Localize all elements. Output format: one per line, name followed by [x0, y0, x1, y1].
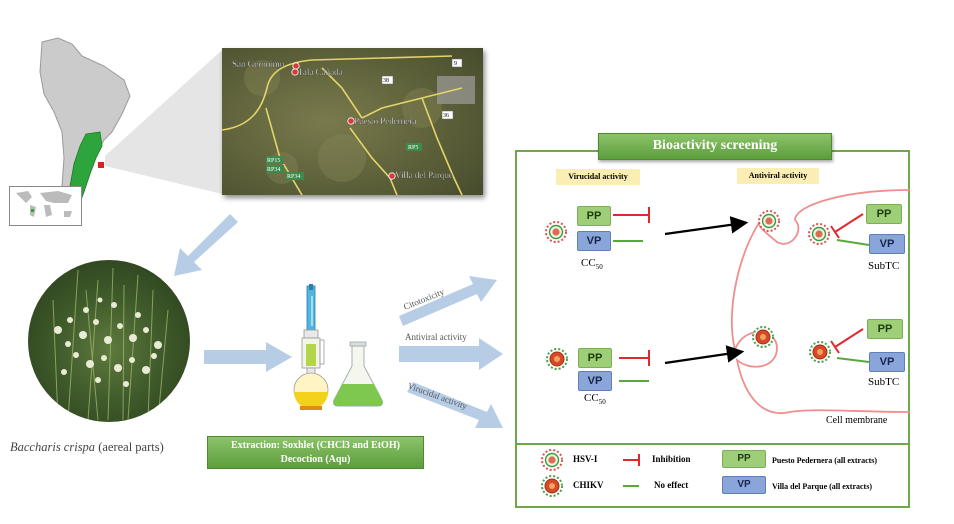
legend-vp-description: Villa del Parque (all extracts) — [772, 482, 872, 491]
legend-no-effect-label: No effect — [654, 480, 689, 490]
flow-arrow-map-to-plant — [174, 214, 238, 276]
flow-arrow-plant-to-extraction — [204, 342, 292, 372]
place-label: San Geronimo — [232, 59, 285, 69]
chikv-virion — [809, 341, 831, 363]
hsv-virion — [808, 223, 830, 245]
vp-pill-hsv-virucidal: VP — [577, 231, 611, 251]
road-label: RP34 — [287, 174, 300, 180]
cc50-label-chikv: CC50 — [584, 392, 606, 407]
hsv-virion — [758, 210, 780, 232]
species-name: Baccharis crispa — [10, 440, 96, 454]
road-label: 9 — [454, 61, 457, 67]
vp-pill-chikv-virucidal: VP — [578, 371, 612, 391]
plant-photo — [28, 260, 190, 422]
chikv-virion — [752, 326, 774, 348]
antiviral-label: Antiviral activity — [405, 332, 467, 342]
legend-pp-description: Puesto Pedernera (all extracts) — [772, 456, 878, 465]
pp-pill-chikv-virucidal: PP — [578, 348, 612, 368]
road-label: 36 — [443, 113, 449, 119]
legend-hsv-icon — [541, 449, 563, 471]
road-label: RP34 — [267, 167, 280, 173]
virucidal-tag: Virucidal activity — [556, 169, 640, 185]
legend-chikv-icon — [541, 475, 563, 497]
hsv-virion — [545, 221, 567, 243]
subtc-label-chikv: SubTC — [868, 376, 900, 388]
legend-pp-pill: PP — [722, 450, 766, 468]
extraction-method-box: Extraction: Soxhlet (CHCl3 and EtOH) Dec… — [207, 436, 424, 469]
cytotoxicity-arrow — [399, 276, 497, 326]
study-site-marker — [98, 162, 104, 168]
place-label: Puesto Pedernera — [354, 116, 416, 126]
legend-frame — [515, 445, 910, 508]
cc50-label-hsv: CC50 — [581, 257, 603, 272]
road-label: 38 — [383, 78, 389, 84]
vp-pill-chikv-antiviral: VP — [869, 352, 905, 372]
vp-pill-hsv-antiviral: VP — [869, 234, 905, 254]
screening-title: Bioactivity screening — [598, 133, 832, 160]
pp-pill-hsv-antiviral: PP — [866, 204, 902, 224]
subtc-label-hsv: SubTC — [868, 260, 900, 272]
pp-pill-hsv-virucidal: PP — [577, 206, 611, 226]
zoom-connector — [105, 50, 222, 194]
legend-chikv-label: CHIKV — [573, 480, 604, 490]
cell-membrane-label: Cell membrane — [826, 415, 888, 426]
assay-arrows: Citotoxicity Antiviral activity Virucida… — [399, 276, 503, 428]
legend-vp-pill: VP — [722, 476, 766, 494]
world-inset — [9, 186, 82, 226]
plant-caption: Baccharis crispa (aereal parts) — [10, 440, 164, 455]
virucidal-arrow — [407, 382, 503, 428]
screening-diagram — [541, 189, 910, 497]
antiviral-tag: Antiviral activity — [737, 168, 819, 184]
legend-hsv-label: HSV-I — [573, 454, 598, 464]
chikv-virion — [546, 348, 568, 370]
plant-part: (aereal parts) — [95, 440, 164, 454]
extraction-apparatus — [293, 284, 383, 410]
pp-pill-chikv-antiviral: PP — [867, 319, 903, 339]
place-label: Tala Cañada — [298, 67, 343, 77]
extraction-line-2: Decoction (Aqu) — [280, 454, 351, 465]
satellite-map: 9 38 36 RP5 RP34 RP15 RP34 San Geronimo … — [222, 48, 483, 195]
legend-inhibition-label: Inhibition — [652, 454, 691, 464]
extraction-line-1: Extraction: Soxhlet (CHCl3 and EtOH) — [231, 440, 400, 451]
road-label: RP5 — [408, 145, 418, 151]
virucidal-label: Virucidal activity — [406, 380, 469, 411]
road-label: RP15 — [267, 158, 280, 164]
place-label: Villa del Parque — [395, 170, 453, 180]
antiviral-arrow — [399, 338, 503, 370]
